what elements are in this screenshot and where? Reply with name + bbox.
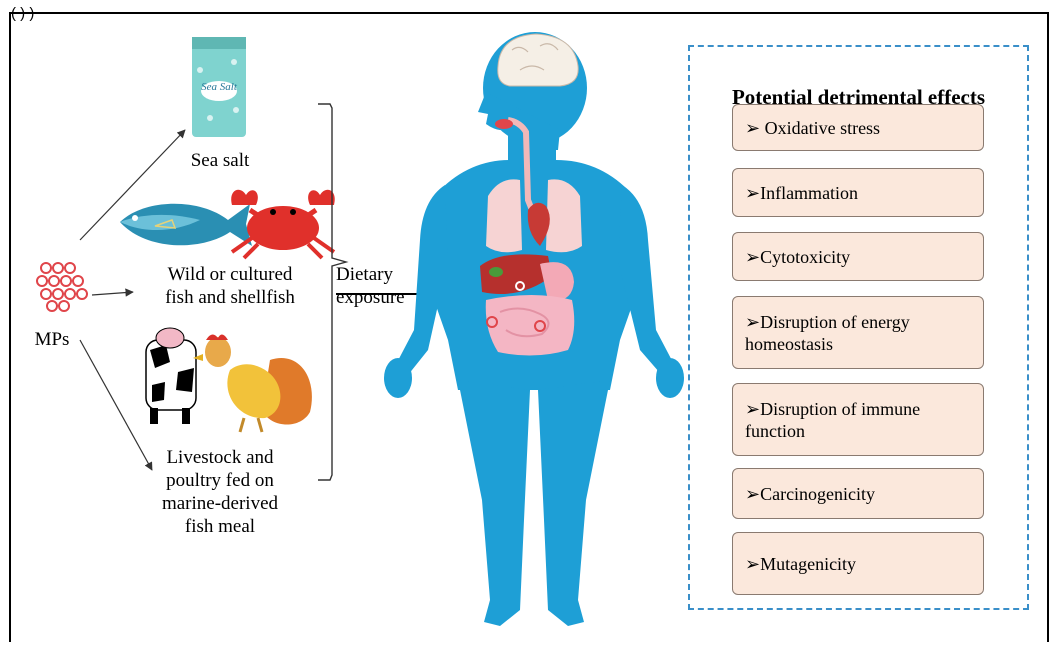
crab-icon [231, 190, 335, 258]
brain-icon [498, 34, 578, 86]
dietary-line2: exposure [336, 286, 405, 309]
livestock-label: Livestock and poultry fed on marine-deri… [130, 446, 310, 538]
sea-salt-pack-text: Sea Salt [196, 80, 242, 94]
effect-text: ➢ Oxidative stress [745, 117, 880, 139]
dietary-line1: Dietary [336, 263, 405, 286]
microplastics-icon [37, 263, 87, 311]
fish-label-line2: fish and shellfish [130, 286, 330, 309]
effect-text-line1: ➢Disruption of immune [745, 398, 920, 420]
livestock-label-line3: marine-derived [130, 492, 310, 515]
livestock-label-line4: fish meal [130, 515, 310, 538]
effect-text-line1: ➢Disruption of energy [745, 311, 910, 333]
mps-label: MPs [24, 328, 80, 351]
effect-text: ➢Carcinogenicity [745, 483, 875, 505]
effects-panel: Potential detrimental effects ➢ Oxidativ… [688, 45, 1029, 610]
effect-box-cytotoxicity: ➢Cytotoxicity [732, 232, 984, 281]
effect-box-energy-homeostasis: ➢Disruption of energy homeostasis [732, 296, 984, 369]
effect-text-line2: function [745, 420, 805, 442]
arrow-to-fish [92, 292, 133, 295]
livestock-label-line1: Livestock and [130, 446, 310, 469]
fish-label: Wild or cultured fish and shellfish [130, 263, 330, 309]
effect-box-oxidative-stress: ➢ Oxidative stress [732, 104, 984, 151]
livestock-label-line2: poultry fed on [130, 469, 310, 492]
fish-icon [120, 204, 252, 246]
cow-icon [146, 328, 196, 424]
sea-salt-label: Sea salt [170, 149, 270, 172]
effect-text-line2: homeostasis [745, 333, 833, 355]
effect-text: ➢Mutagenicity [745, 553, 856, 575]
effect-box-immune-function: ➢Disruption of immune function [732, 383, 984, 456]
fish-label-line1: Wild or cultured [130, 263, 330, 286]
effect-box-mutagenicity: ➢Mutagenicity [732, 532, 984, 595]
effect-box-carcinogenicity: ➢Carcinogenicity [732, 468, 984, 519]
effect-box-inflammation: ➢Inflammation [732, 168, 984, 217]
dietary-exposure-label: Dietary exposure [336, 263, 405, 309]
effect-text: ➢Inflammation [745, 182, 858, 204]
rooster-icon [193, 334, 312, 432]
effect-text: ➢Cytotoxicity [745, 246, 850, 268]
